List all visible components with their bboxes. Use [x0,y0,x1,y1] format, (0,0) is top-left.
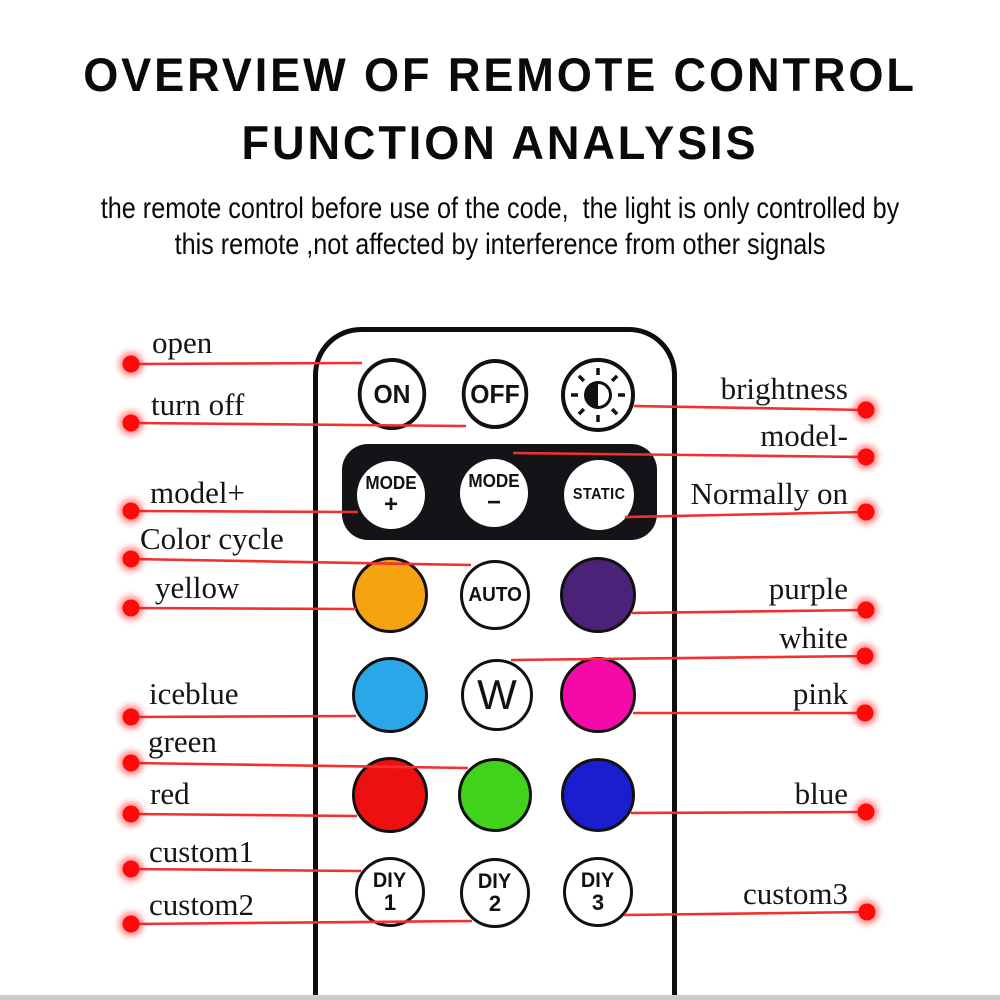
power-off-label: OFF [470,379,520,409]
diy2-button[interactable]: DIY 2 [460,858,530,928]
color-blue-button[interactable] [561,758,635,832]
diy3-button[interactable]: DIY 3 [563,857,633,927]
mode-minus-label: MODE [468,470,520,491]
diy2-number: 2 [488,891,502,916]
label-iceblue: iceblue [149,676,239,711]
label-color-cycle: Color cycle [140,521,284,556]
diy3-number: 3 [591,890,605,915]
label-white: white [779,620,848,655]
mode-minus-button[interactable]: MODE − [460,459,528,527]
white-label: W [477,671,517,718]
power-off-button[interactable]: OFF [461,359,529,429]
photo-edge-bar [0,995,1000,1000]
label-green: green [148,724,217,759]
label-yellow: yellow [155,570,240,605]
label-custom2: custom2 [149,887,255,922]
color-yellow-button[interactable] [352,557,428,633]
subtitle-line1: the remote control before use of the cod… [100,192,900,225]
label-custom1: custom1 [149,834,255,869]
label-blue: blue [794,776,848,811]
label-purple: purple [768,571,848,606]
static-label: STATIC [572,486,626,503]
page-title-line1: OVERVIEW OF REMOTE CONTROL [83,48,917,101]
diy1-number: 1 [383,890,397,915]
label-brightness: brightness [720,371,848,406]
label-red: red [150,776,190,811]
auto-label: AUTO [468,584,522,606]
brightness-button[interactable] [561,358,635,432]
subtitle-line2: this remote ,not affected by interferenc… [174,228,826,261]
label-model-minus: model- [760,418,848,453]
white-button[interactable]: W [461,659,533,731]
label-turn-off: turn off [151,387,245,422]
label-normally-on: Normally on [690,476,848,511]
diy3-label: DIY [581,869,615,892]
page-title-line2: FUNCTION ANALYSIS [241,116,759,169]
power-on-button[interactable]: ON [357,358,427,430]
label-custom3: custom3 [742,876,848,911]
label-pink: pink [792,676,848,711]
color-purple-button[interactable] [560,557,636,633]
color-green-button[interactable] [458,758,532,832]
mode-plus-sign: + [383,490,398,518]
mode-plus-label: MODE [365,472,417,493]
mode-plus-button[interactable]: MODE + [357,461,425,529]
static-button[interactable]: STATIC [564,460,634,530]
power-on-label: ON [373,379,411,409]
color-pink-button[interactable] [560,657,636,733]
diy2-label: DIY [478,870,512,893]
diy1-label: DIY [373,869,407,892]
color-red-button[interactable] [352,757,428,833]
color-iceblue-button[interactable] [352,657,428,733]
label-model-plus: model+ [150,475,245,510]
auto-button[interactable]: AUTO [460,560,530,630]
label-open: open [152,325,213,360]
diy1-button[interactable]: DIY 1 [355,857,425,927]
brightness-dimmer-icon [571,368,625,422]
mode-minus-sign: − [486,488,501,516]
